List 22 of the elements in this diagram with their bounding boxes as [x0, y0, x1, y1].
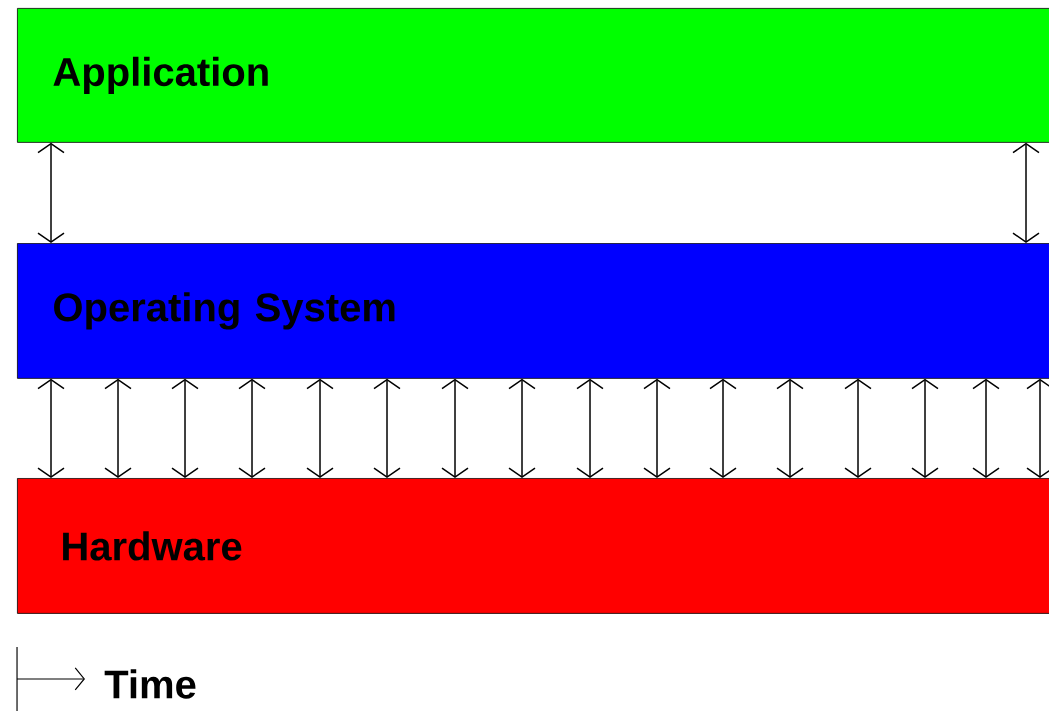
layer-band: Application [17, 8, 1049, 143]
double-arrow [776, 378, 804, 478]
layer-band: Hardware [17, 478, 1049, 614]
double-arrow [643, 378, 671, 478]
double-arrow [576, 378, 604, 478]
double-arrow [1026, 378, 1049, 478]
double-arrow [844, 378, 872, 478]
double-arrow [37, 142, 65, 243]
double-arrow [238, 378, 266, 478]
double-arrow [911, 378, 939, 478]
double-arrow [441, 378, 469, 478]
double-arrow [104, 378, 132, 478]
double-arrow [972, 378, 1000, 478]
double-arrow [373, 378, 401, 478]
double-arrow [37, 378, 65, 478]
double-arrow [171, 378, 199, 478]
double-arrow [508, 378, 536, 478]
double-arrow [709, 378, 737, 478]
double-arrow [306, 378, 334, 478]
axis-label: Time [104, 669, 196, 699]
layer-band: Operating System [17, 243, 1049, 379]
double-arrow [1012, 142, 1040, 243]
